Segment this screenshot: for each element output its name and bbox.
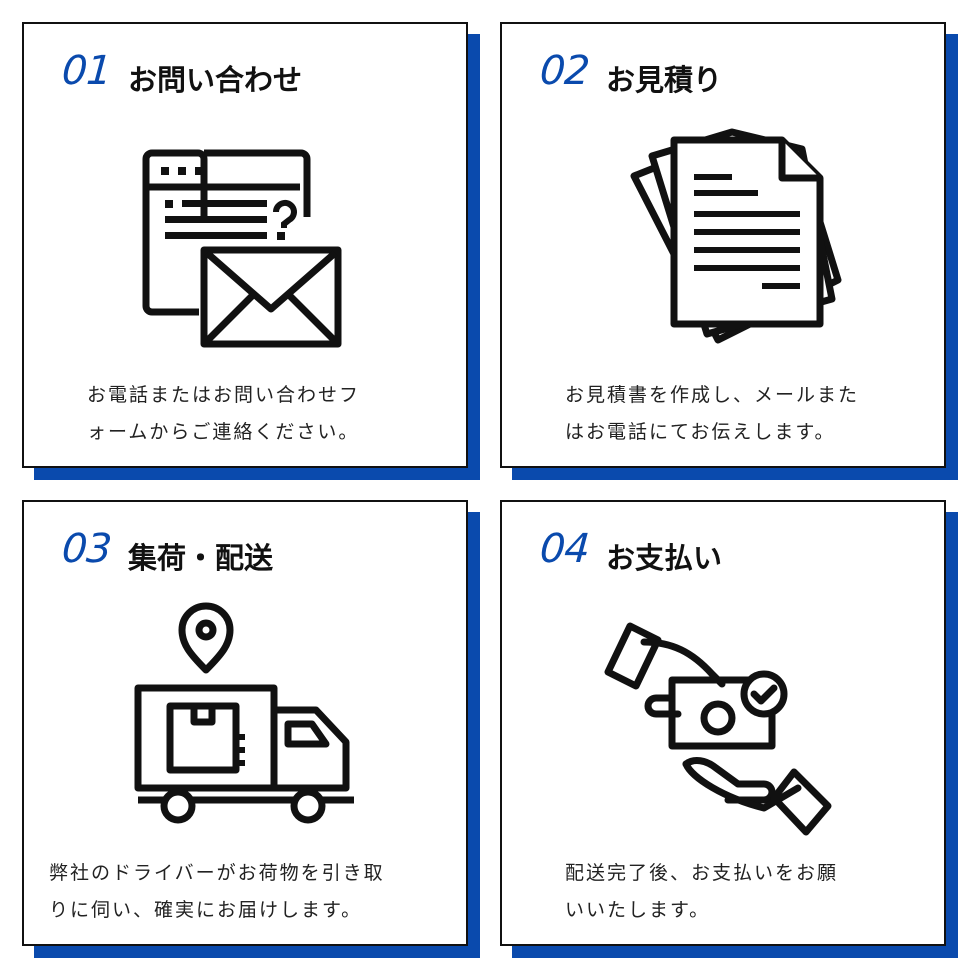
browser-envelope-icon — [142, 149, 342, 348]
description-line: いいたします。 — [565, 899, 711, 921]
step-description: お見積書を作成し、メールまた はお電話にてお伝えします。 — [565, 377, 859, 451]
description-line: 弊社のドライバーがお荷物を引き取 — [49, 862, 385, 884]
card-body: 01 お問い合わせ お電話またはお問い合わせフ ォームからご連絡くださ — [22, 22, 468, 468]
step-title: お支払い — [606, 541, 723, 575]
card-body: 04 お支払い 配送完了後、お支払いをお願 いいたします。 — [500, 500, 946, 946]
description-line: ォームからご連絡ください。 — [87, 421, 360, 443]
step-card-2: 02 お見積り お見積書を作成し、メールまた はお電話にてお伝えします。 — [500, 22, 958, 480]
step-card-1: 01 お問い合わせ お電話またはお問い合わせフ ォームからご連絡くださ — [22, 22, 480, 480]
step-title: 集荷・配送 — [128, 541, 274, 575]
description-line: 配送完了後、お支払いをお願 — [565, 862, 839, 884]
step-title: お問い合わせ — [128, 63, 303, 97]
step-title: お見積り — [606, 63, 723, 97]
description-line: りに伺い、確実にお届けします。 — [49, 899, 363, 921]
documents-icon — [630, 128, 842, 344]
step-description: 配送完了後、お支払いをお願 いいたします。 — [565, 855, 838, 929]
description-line: お電話またはお問い合わせフ — [87, 384, 361, 406]
card-body: 03 集荷・配送 弊社のドライバーがお荷物を引き取 りに伺い、確実にお届けします… — [22, 500, 468, 946]
step-description: お電話またはお問い合わせフ ォームからご連絡ください。 — [87, 377, 360, 451]
description-line: お見積書を作成し、メールまた — [565, 384, 860, 406]
step-card-3: 03 集荷・配送 弊社のドライバーがお荷物を引き取 りに伺い、確実にお届けします… — [22, 500, 480, 958]
payment-hands-icon — [604, 622, 832, 836]
step-description: 弊社のドライバーがお荷物を引き取 りに伺い、確実にお届けします。 — [49, 855, 385, 929]
description-line: はお電話にてお伝えします。 — [565, 421, 836, 443]
delivery-truck-icon — [134, 602, 354, 824]
card-body: 02 お見積り お見積書を作成し、メールまた はお電話にてお伝えします。 — [500, 22, 946, 468]
step-card-4: 04 お支払い 配送完了後、お支払いをお願 いいたします。 — [500, 500, 958, 958]
